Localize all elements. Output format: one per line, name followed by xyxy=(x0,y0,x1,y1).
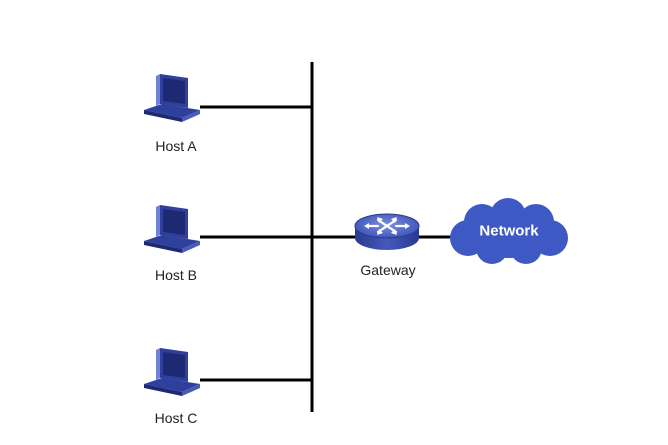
host-c-label: Host C xyxy=(154,410,198,426)
host-computer-icon xyxy=(144,348,200,396)
host-a-label: Host A xyxy=(155,138,197,154)
network-label: Network xyxy=(479,222,539,240)
host-computer-icon xyxy=(144,205,200,253)
host-computer-icon xyxy=(144,74,200,122)
gateway-label: Gateway xyxy=(360,262,416,278)
cloud-icon xyxy=(450,198,568,264)
router-icon xyxy=(354,213,420,250)
host-b-label: Host B xyxy=(154,267,198,283)
